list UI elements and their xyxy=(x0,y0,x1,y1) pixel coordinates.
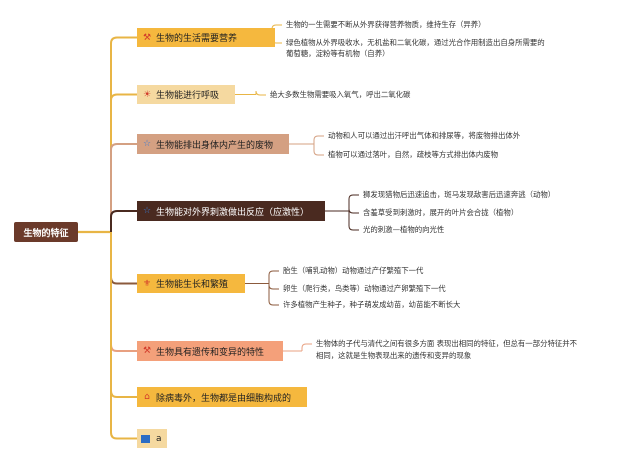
tools-icon: ⚒ xyxy=(142,32,152,43)
leaf-connector xyxy=(348,211,359,231)
medal-icon: ⚜ xyxy=(142,278,152,289)
leaf-text: 绝大多数生物需要吸入氧气，呼出二氧化碳 xyxy=(270,90,411,99)
branch-connector xyxy=(110,232,137,352)
leaf-connector xyxy=(268,283,279,306)
leaf-connector xyxy=(268,283,279,290)
branch-node[interactable]: ☆ 生物能对外界刺激做出反应（应激性） xyxy=(137,201,325,221)
leaf-text: 生物体的子代与清代之间有很多方面 表现出相同的特征，但总有一部分特征并不 xyxy=(316,339,578,348)
branch-node[interactable]: ☀ 生物能进行呼吸 xyxy=(137,85,235,104)
flag-icon xyxy=(141,434,150,443)
branch-connector xyxy=(110,232,137,398)
branch-connector xyxy=(110,93,137,232)
branch-node[interactable]: ⚜ 生物能生长和繁殖 xyxy=(137,274,245,293)
leaf-text: 狮发现猎物后迅速追击，斑马发现敌害后迅速奔逃（动物） xyxy=(363,190,556,199)
leaf-connector xyxy=(255,90,266,96)
branch-node[interactable]: ⚒ 生物的生活需要营养 xyxy=(137,28,275,47)
leaf-text: 胎生（哺乳动物）动物通过产仔繁殖下一代 xyxy=(283,266,424,275)
branch-connector xyxy=(110,232,137,285)
branch-label: 生物能生长和繁殖 xyxy=(156,280,229,290)
branch-label: 生物能排出身体内产生的废物 xyxy=(156,140,274,151)
branch-node[interactable]: ☆ 生物能排出身体内产生的废物 xyxy=(137,134,289,154)
leaf-connector xyxy=(268,270,279,284)
branch-label: a xyxy=(156,433,162,444)
leaf-connector xyxy=(348,194,359,211)
branch-connector xyxy=(110,143,137,232)
leaf-text: 动物和人可以通过出汗呼出气体和排尿等，将废物排出体外 xyxy=(328,131,521,140)
leaf-text: 含羞草受到刺激时，展开的叶片会合拢（植物） xyxy=(363,208,519,217)
leaf-text: 植物可以通过落叶，自然，疏枝等方式排出体内废物 xyxy=(328,150,498,159)
star-icon: ☆ xyxy=(142,206,152,216)
branch-label: 生物能对外界刺激做出反应（应激性） xyxy=(156,207,310,218)
branch-connector xyxy=(110,36,137,232)
branch-label: 生物的生活需要营养 xyxy=(156,34,238,44)
root-node[interactable]: 生物的特征 xyxy=(14,222,78,242)
sun-icon: ☀ xyxy=(142,89,152,100)
branch-node[interactable]: ⌂ 除病毒外，生物都是由细胞构成的 xyxy=(137,387,307,407)
branch-connector xyxy=(110,210,137,232)
leaf-text: 许多植物产生种子，种子萌发成幼苗，幼苗能不断长大 xyxy=(283,300,461,309)
leaf-connector xyxy=(348,208,359,214)
leaf-text: 生物的一生需要不断从外界获得营养物质，维持生存（异养） xyxy=(286,20,486,29)
branch-node[interactable]: ⚒ 生物具有遗传和变异的特性 xyxy=(137,341,283,361)
root-label: 生物的特征 xyxy=(23,228,69,239)
leaf-text: 卵生（爬行类，鸟类等）动物通过产卵繁殖下一代 xyxy=(283,284,446,293)
leaf-text: 葡萄糖，淀粉等有机物（自养） xyxy=(286,49,390,58)
branch-label: 生物能进行呼吸 xyxy=(156,91,220,101)
star-icon: ☆ xyxy=(142,139,152,149)
leaf-text: 相同，这就是生物表现出来的遗传和变异的现象 xyxy=(316,351,472,360)
leaf-connector xyxy=(313,144,324,156)
branch-connector xyxy=(110,232,137,440)
leaf-text: 绿色植物从外界吸收水，无机盐和二氧化碳，通过光合作用制造出自身所需要的 xyxy=(286,38,545,47)
branch-label: 生物具有遗传和变异的特性 xyxy=(156,347,265,358)
branch-node[interactable]: a xyxy=(137,429,167,448)
tools-icon: ⚒ xyxy=(142,346,152,356)
leaf-text: 光的刺激—植物的向光性 xyxy=(363,225,445,234)
home-icon: ⌂ xyxy=(144,392,150,402)
branch-label: 除病毒外，生物都是由细胞构成的 xyxy=(156,393,292,404)
leaf-connector xyxy=(313,135,324,144)
leaf-connector xyxy=(301,343,312,351)
